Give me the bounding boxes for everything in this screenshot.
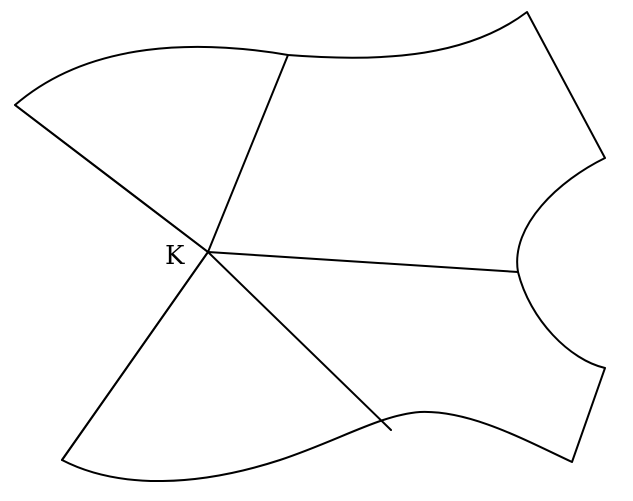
segment-k-to-top	[207, 54, 289, 253]
segment-k-to-bottom-left	[61, 251, 209, 461]
segment-k-to-right	[207, 251, 519, 273]
segment-k-to-bottom	[207, 251, 392, 431]
segment-k-to-top-left	[14, 104, 209, 253]
region-outline	[14, 11, 606, 482]
point-k-label: K	[165, 241, 185, 271]
